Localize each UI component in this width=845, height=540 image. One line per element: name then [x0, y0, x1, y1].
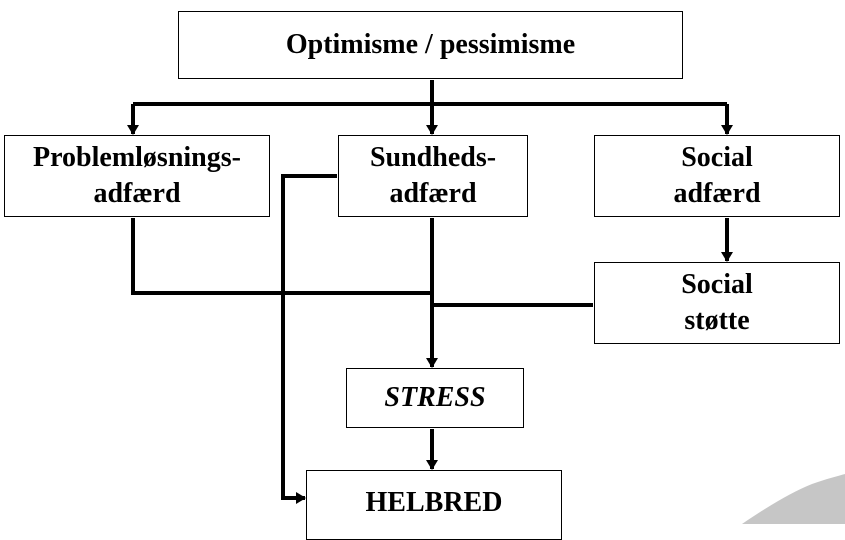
node-social-adfaerd-line1: Social	[681, 142, 753, 173]
node-social-adfaerd: Social adfærd	[594, 135, 840, 217]
node-optimisme-pessimisme-label: Optimisme / pessimisme	[285, 29, 576, 60]
node-optimisme-pessimisme: Optimisme / pessimisme	[178, 11, 683, 79]
arrow-sundhed-to-helbred	[281, 174, 337, 504]
node-problemlosningsadfaerd-line1: Problemløsnings-	[33, 142, 241, 173]
node-problemlosningsadfaerd-line2: adfærd	[93, 178, 181, 209]
node-sundhedsadfaerd-line2: adfærd	[389, 178, 477, 209]
connector-problem-to-center	[131, 218, 432, 295]
node-sundhedsadfaerd-line1: Sundheds-	[369, 142, 497, 173]
node-stress: STRESS	[346, 368, 524, 428]
connector-layer	[127, 80, 845, 524]
node-helbred-label: HELBRED	[365, 487, 503, 518]
node-helbred: HELBRED	[306, 470, 562, 540]
node-social-adfaerd-line2: adfærd	[673, 178, 761, 209]
decorative-shape	[742, 474, 845, 524]
node-social-stotte-line2: støtte	[684, 305, 750, 336]
node-social-stotte: Social støtte	[594, 262, 840, 344]
node-social-stotte-line1: Social	[681, 269, 753, 300]
node-sundhedsadfaerd: Sundheds- adfærd	[338, 135, 528, 217]
node-stress-label: STRESS	[384, 382, 486, 413]
node-problemlosningsadfaerd: Problemløsnings- adfærd	[4, 135, 270, 217]
